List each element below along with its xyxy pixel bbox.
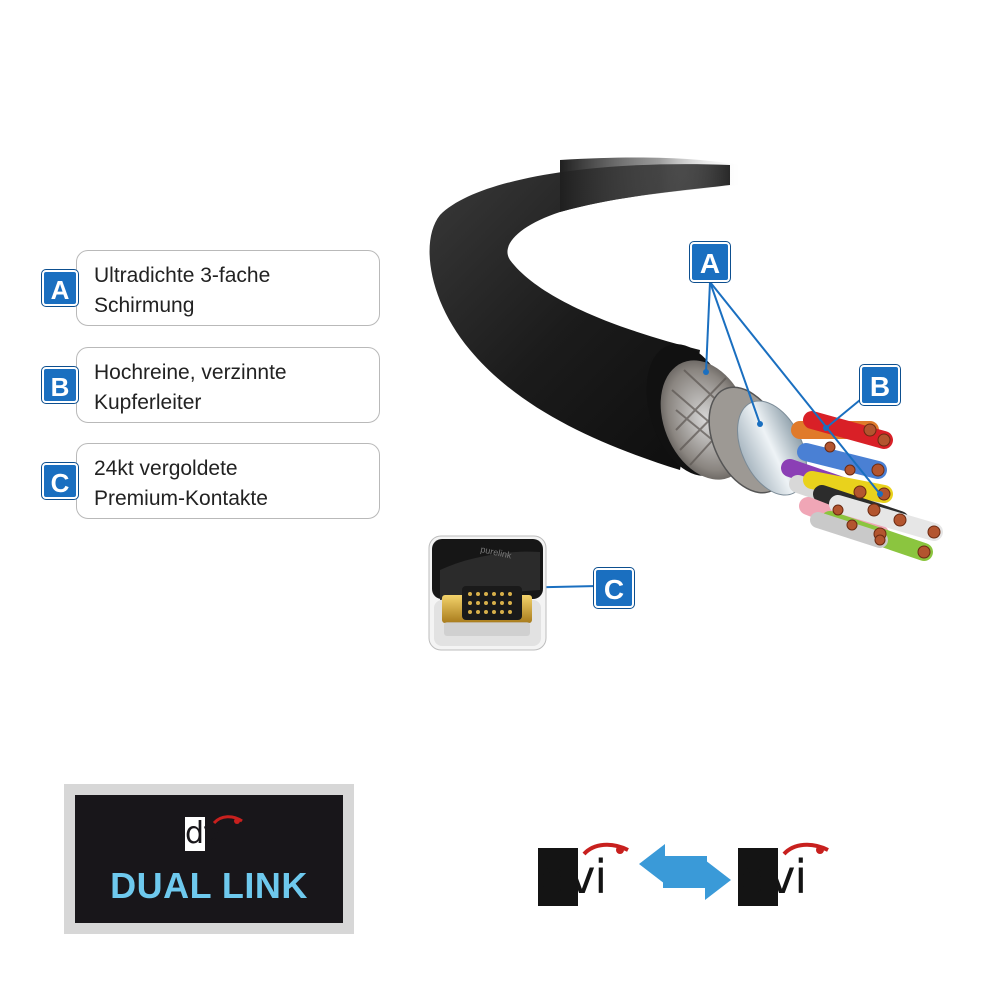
callout-c: 24kt vergoldete Premium-Kontakte [76,443,380,519]
callout-c-line1: 24kt vergoldete [94,457,238,480]
diagram-badge-b: B [860,365,900,405]
callout-b: Hochreine, verzinnte Kupferleiter [76,347,380,423]
callout-a: Ultradichte 3-fache Schirmung [76,250,380,326]
dual-link-dvi-text: dvi [185,816,228,851]
connector-photo: purelink [428,535,547,651]
copper-tips [824,423,941,559]
dvi-logo-left-box [538,848,578,906]
dual-link-logo: dvi DUAL LINK [64,784,354,934]
dvi-eye-icon [582,842,629,856]
callout-a-line2: Schirmung [94,294,195,317]
dual-link-label: DUAL LINK [110,865,308,906]
callout-a-badge: A [42,270,78,306]
dvi-logo-right-text: dvi [740,850,807,904]
callout-b-text: Hochreine, verzinnte Kupferleiter [94,358,287,418]
callout-b-line2: Kupferleiter [94,391,202,414]
callout-b-badge: B [42,367,78,403]
double-arrow-icon [639,844,731,900]
dual-link-panel: dvi DUAL LINK [75,795,343,923]
dvi-logo-right-box [738,848,778,906]
callout-a-text: Ultradichte 3-fache Schirmung [94,261,270,321]
dvi-logo-right: dvi [738,842,830,906]
dvi-logo-left: dvi [538,842,630,906]
dvi-eye-icon [782,842,829,856]
conductor-yellow [803,471,893,503]
diagram-badge-c: C [594,568,634,608]
callout-b-line1: Hochreine, verzinnte [94,361,287,384]
callout-c-text: 24kt vergoldete Premium-Kontakte [94,454,268,514]
connector-pins [468,592,512,614]
diagram-badge-a: A [690,242,730,282]
cable-jacket-fade [560,157,740,212]
dual-link-dvi-logo: dvi [185,815,245,853]
callout-c-line2: Premium-Kontakte [94,487,268,510]
conductor-white-2 [829,495,943,541]
conductor-gray [810,512,888,548]
dvi-logo-left-text: dvi [540,850,607,904]
callout-a-line1: Ultradichte 3-fache [94,264,271,287]
callout-c-badge: C [42,463,78,499]
dvi-eye-icon [213,815,243,825]
conductor-blue [797,443,887,479]
